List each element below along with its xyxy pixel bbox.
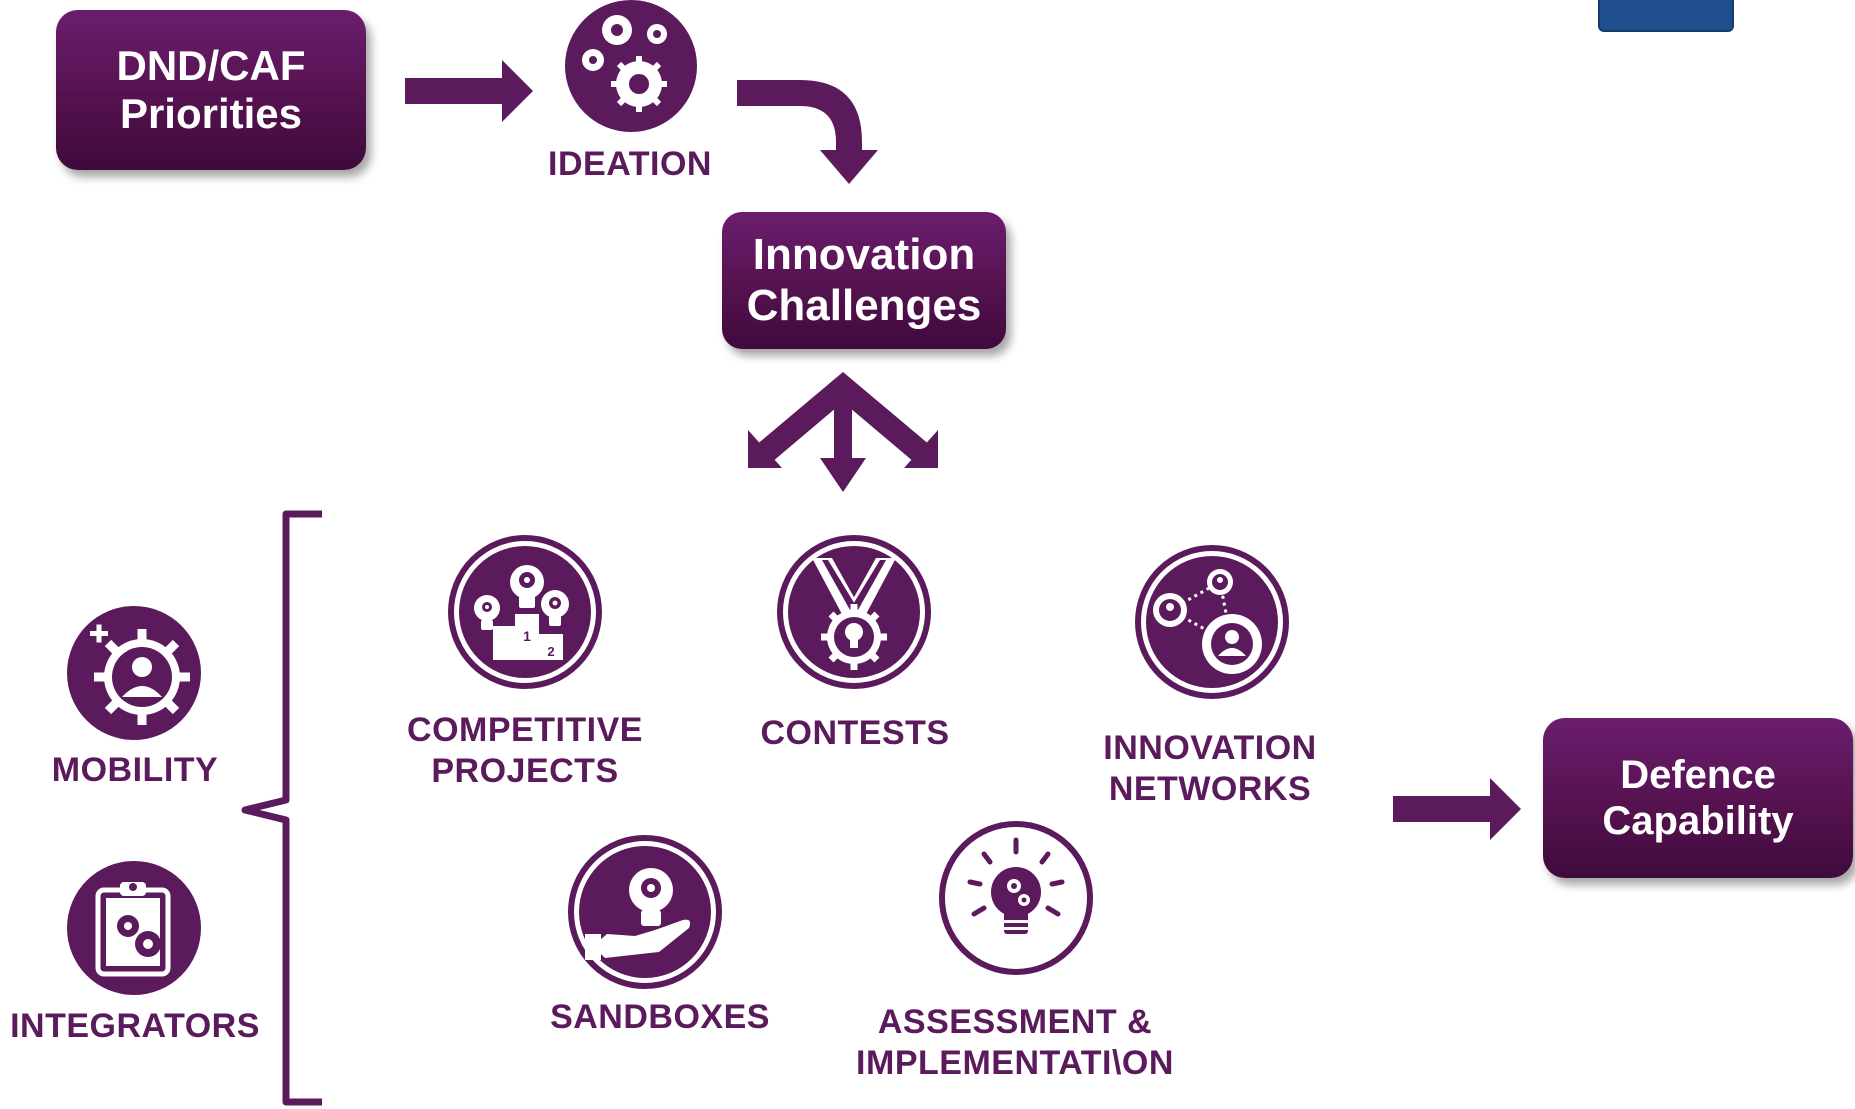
integrators-label: INTEGRATORS [10,1007,260,1045]
network-people-icon [1135,545,1289,699]
clipboard-gears-icon [67,861,201,995]
hand-lightbulb-icon [568,835,722,989]
dnd-caf-line2: Priorities [119,90,303,137]
ideation-label: IDEATION [548,145,712,183]
right-arrow-2 [1393,778,1521,840]
person-gear-plus-icon [67,606,201,740]
mobility-label: MOBILITY [51,751,219,789]
defence-capability-box: Defence Capability [1543,718,1853,878]
assessment-implementation-label: ASSESSMENT & IMPLEMENTATI\ON [856,1003,1174,1082]
podium-first: 1 [523,628,531,644]
podium-second: 2 [547,644,554,659]
innovation-challenges-line1: Innovation [752,229,976,279]
medal-icon [777,535,931,689]
logo-badge [1598,0,1734,32]
sandboxes-label: SANDBOXES [550,998,770,1036]
bracket-icon [241,510,322,1106]
bright-lightbulb-icon [939,821,1093,975]
innovation-networks-label: INNOVATION NETWORKS [1103,729,1317,808]
curved-arrow-icon [737,80,878,184]
gears-icon [565,0,697,132]
innovation-challenges-line2: Challenges [746,280,982,330]
competitive-projects-label: COMPETITIVE PROJECTS [407,711,643,790]
right-arrow-1 [405,60,533,122]
dnd-caf-line1: DND/CAF [116,41,306,89]
lightbulb-podium-icon: 1 2 [448,535,602,689]
triple-arrow-icon [748,372,938,492]
innovation-challenges-box: Innovation Challenges [722,212,1006,349]
contests-label: CONTESTS [760,714,950,752]
defence-capability-line2: Capability [1602,799,1794,843]
dnd-caf-priorities-box: DND/CAF Priorities [56,10,366,170]
defence-capability-line1: Defence [1620,753,1776,797]
